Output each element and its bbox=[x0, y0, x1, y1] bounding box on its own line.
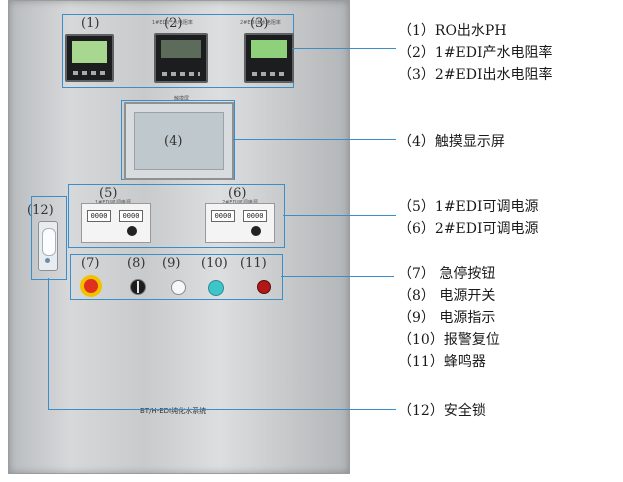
legend-item-1: （1）RO出水PH bbox=[398, 23, 507, 39]
edi2-meter-buttons bbox=[252, 72, 286, 76]
lock-group-box bbox=[31, 196, 67, 280]
lock-handle bbox=[42, 228, 56, 256]
lock-keyhole bbox=[45, 258, 50, 263]
callout-7: (7) bbox=[81, 256, 100, 271]
legend-item-3: （3）2#EDI出水电阻率 bbox=[398, 67, 553, 83]
leader-line-12-horizontal bbox=[48, 409, 396, 410]
emergency-stop-button[interactable] bbox=[80, 275, 102, 297]
callout-9: (9) bbox=[162, 256, 181, 271]
legend-item-5: （5）1#EDI可调电源 bbox=[398, 199, 539, 215]
legend-item-4: （4）触摸显示屏 bbox=[398, 134, 505, 150]
edi2-power-supply: 0000 0000 bbox=[205, 203, 275, 243]
power-switch-lever bbox=[137, 281, 139, 293]
leader-line-56 bbox=[283, 215, 396, 216]
safety-lock bbox=[38, 221, 58, 271]
edi1-power-supply: 0000 0000 bbox=[81, 203, 151, 243]
callout-1: (1) bbox=[81, 16, 100, 31]
psu2-display-b: 0000 bbox=[243, 210, 267, 222]
callout-8: (8) bbox=[127, 256, 146, 271]
ph-meter-screen bbox=[72, 41, 107, 63]
edi2-resistivity-meter bbox=[244, 33, 294, 83]
ro-ph-meter bbox=[65, 34, 114, 82]
estop-mushroom bbox=[84, 279, 98, 293]
legend-item-2: （2）1#EDI产水电阻率 bbox=[398, 45, 553, 61]
leader-line-4 bbox=[233, 139, 396, 140]
callout-10: (10) bbox=[201, 256, 228, 271]
touch-screen-display bbox=[134, 112, 224, 170]
alarm-reset-button[interactable] bbox=[208, 280, 224, 296]
callout-11: (11) bbox=[240, 256, 267, 271]
callout-6: (6) bbox=[228, 186, 247, 201]
leader-line-123 bbox=[292, 48, 396, 49]
leader-line-7-11 bbox=[281, 276, 394, 277]
edi1-meter-buttons bbox=[162, 72, 200, 76]
meter-caption-2: 1#EDI产水电阻率 bbox=[152, 20, 193, 26]
callout-2: (2) bbox=[164, 16, 183, 31]
psu-group-box bbox=[68, 184, 285, 248]
meter-caption-3: 2#EDI出水电阻率 bbox=[240, 20, 281, 26]
buttons-group-box bbox=[70, 254, 283, 300]
legend-item-11: （11）蜂鸣器 bbox=[398, 354, 486, 370]
legend-item-10: （10）报警复位 bbox=[398, 332, 500, 348]
psu1-display-b: 0000 bbox=[119, 210, 143, 222]
legend-item-12: （12）安全锁 bbox=[398, 403, 486, 419]
power-indicator-light bbox=[171, 280, 186, 295]
touch-screen bbox=[124, 102, 234, 180]
legend-item-9: （9） 电源指示 bbox=[398, 310, 496, 326]
edi1-resistivity-meter bbox=[154, 33, 208, 83]
legend-item-6: （6）2#EDI可调电源 bbox=[398, 221, 539, 237]
hmi-caption: 触摸屏 bbox=[174, 96, 190, 102]
psu2-display-a: 0000 bbox=[211, 210, 235, 222]
ph-meter-buttons bbox=[73, 71, 106, 75]
callout-3: (3) bbox=[250, 16, 269, 31]
psu2-knob bbox=[251, 226, 261, 236]
legend-item-8: （8） 电源开关 bbox=[398, 288, 496, 304]
power-switch[interactable] bbox=[130, 279, 146, 295]
edi1-meter-screen bbox=[161, 40, 201, 58]
callout-4: (4) bbox=[164, 134, 183, 149]
psu1-knob bbox=[127, 226, 137, 236]
leader-line-12-vertical bbox=[48, 278, 49, 409]
callout-12: (12) bbox=[27, 203, 54, 218]
buzzer bbox=[257, 280, 271, 294]
edi2-meter-screen bbox=[251, 40, 287, 58]
callout-5: (5) bbox=[99, 186, 118, 201]
legend-item-7: （7） 急停按钮 bbox=[398, 266, 496, 282]
psu1-display-a: 0000 bbox=[87, 210, 111, 222]
system-brand-label: BT/H-EDI纯化水系统 bbox=[140, 407, 207, 415]
